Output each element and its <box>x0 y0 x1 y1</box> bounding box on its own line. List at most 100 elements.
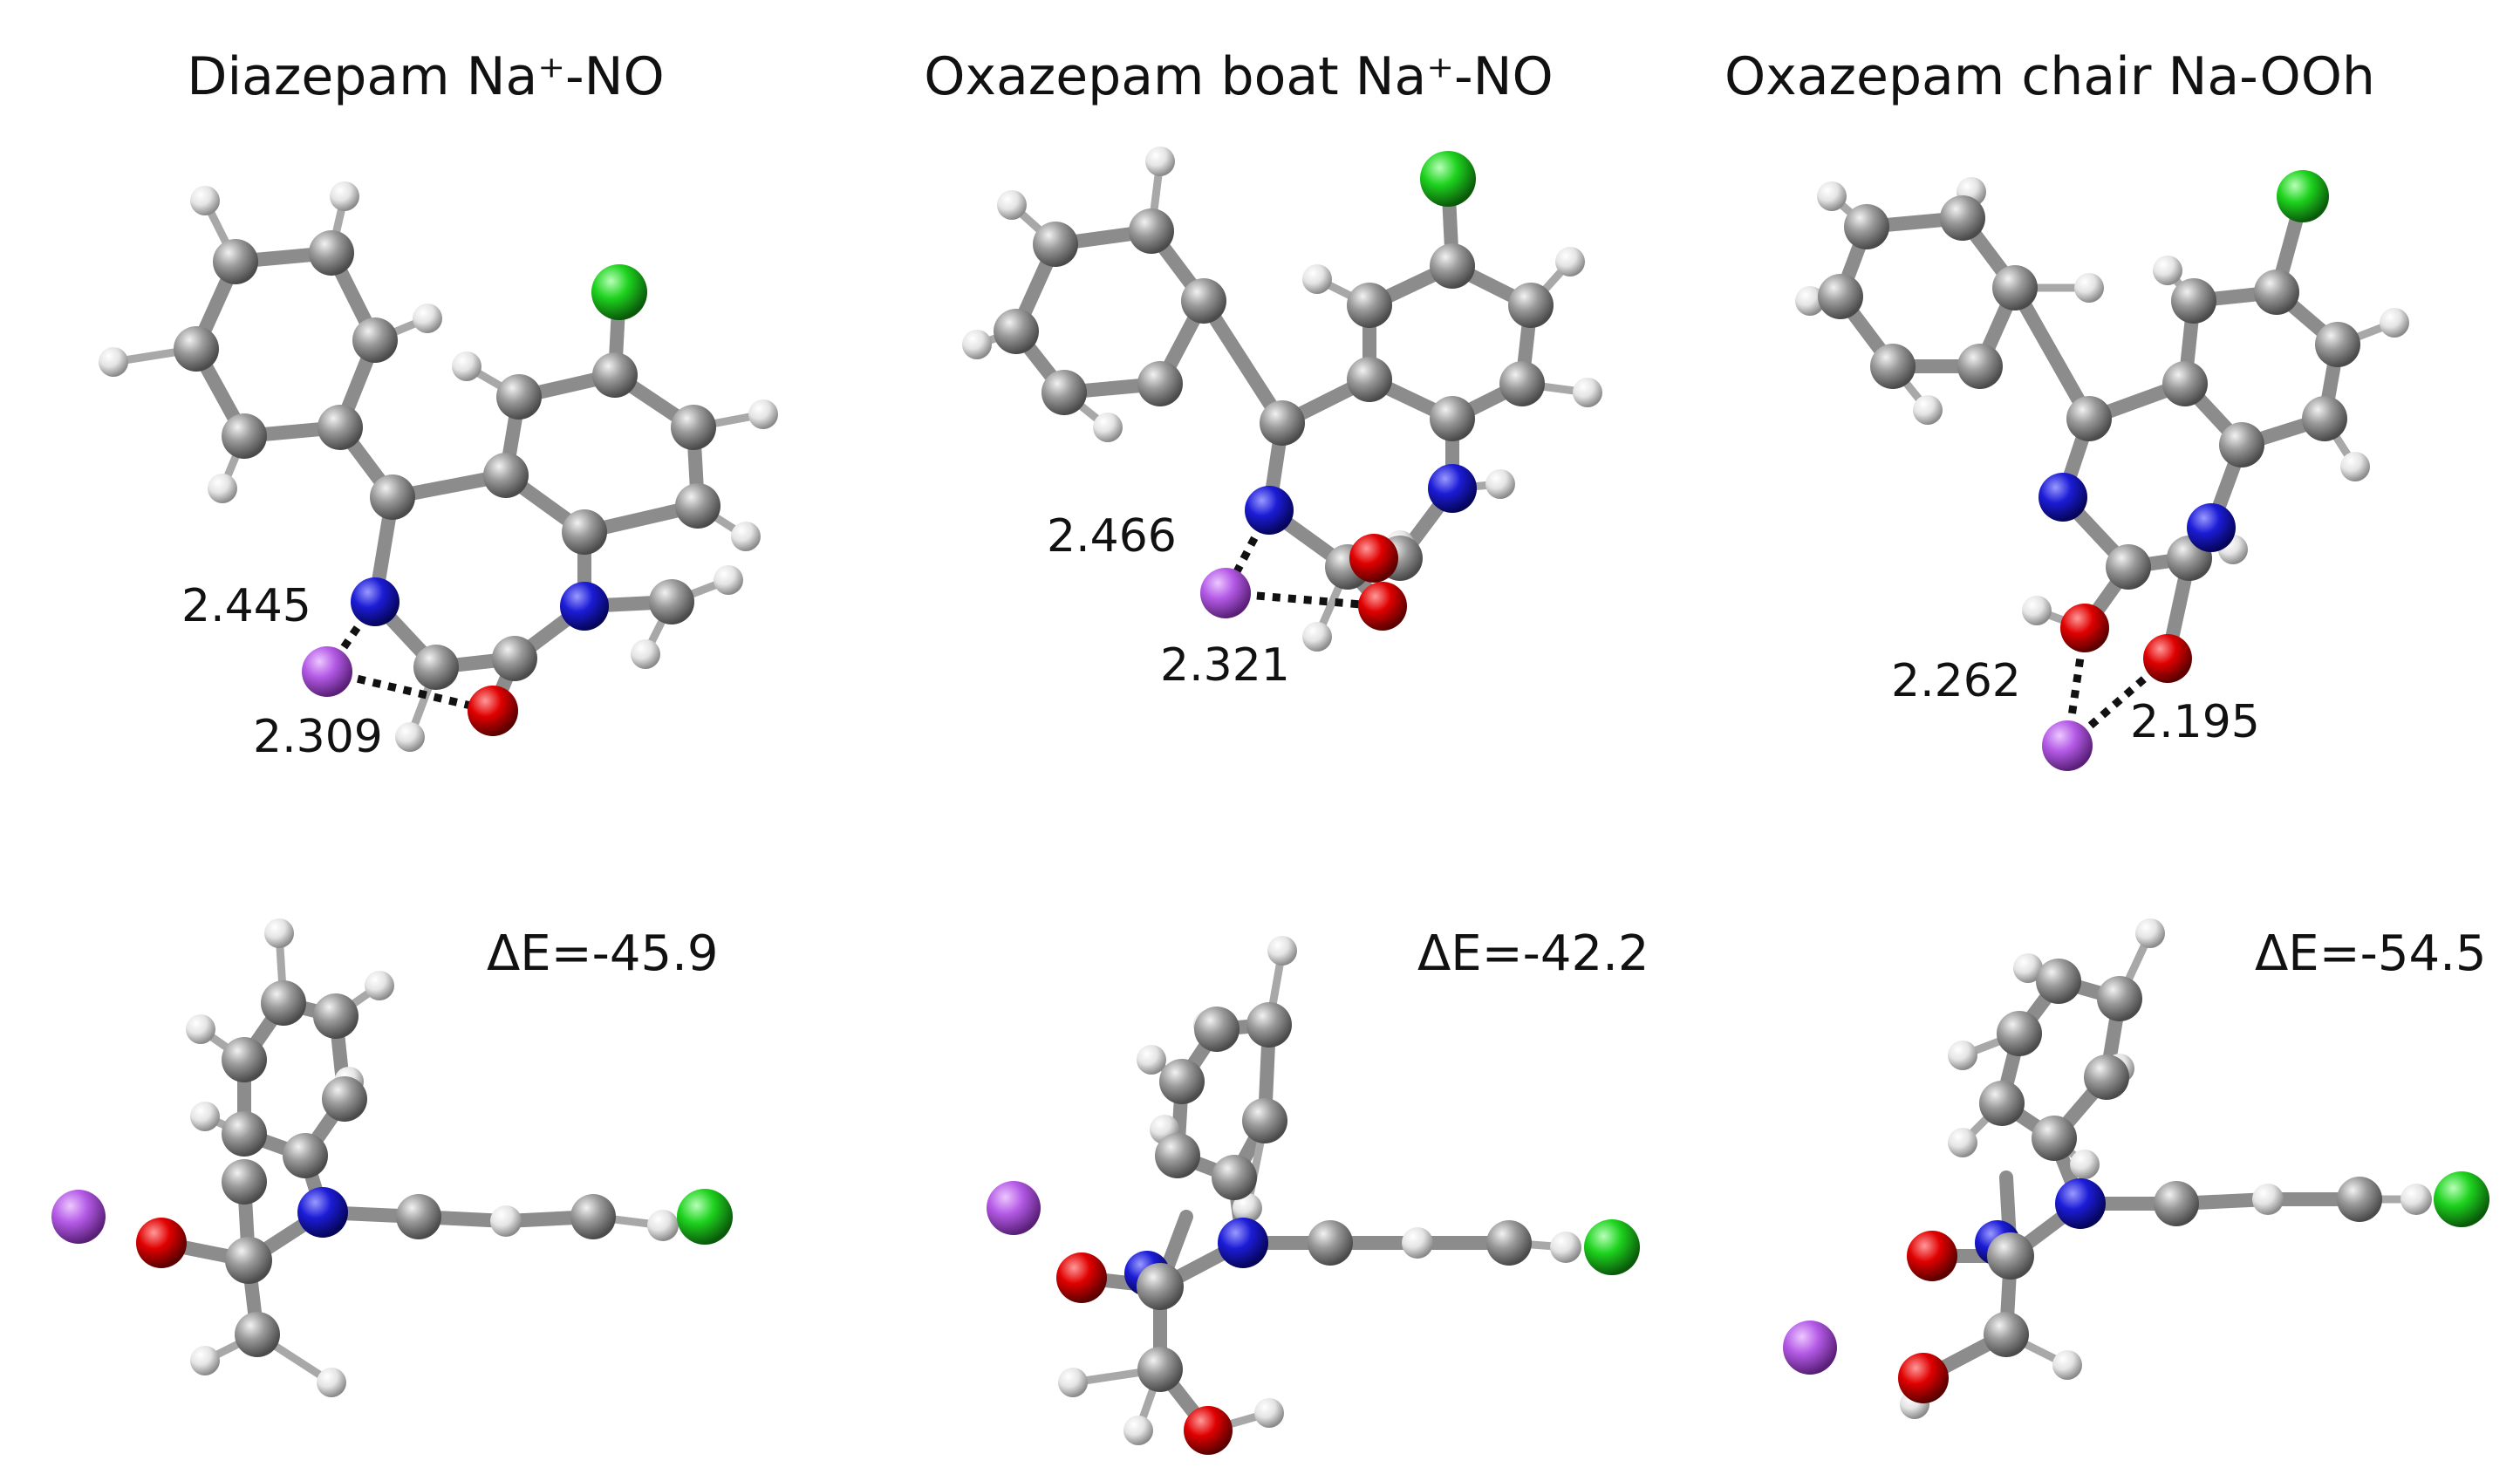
carbon-atom <box>483 453 529 498</box>
distance-label-chair-o: 2.195 <box>2130 696 2260 748</box>
panel-title-oxazepam-chair: Oxazepam chair Na-OOh <box>1724 46 2375 107</box>
energy-label-oxazepam-boat: ΔE=-42.2 <box>1417 925 1649 982</box>
hydrogen-atom <box>2252 1184 2284 1215</box>
nitrogen-atom <box>1245 486 1294 535</box>
carbon-atom <box>2254 270 2299 315</box>
carbon-atom <box>213 239 258 284</box>
hydrogen-atom <box>1254 1398 1284 1428</box>
oxygen-atom <box>468 686 518 736</box>
carbon-atom <box>2097 976 2142 1021</box>
hydrogen-atom <box>1573 378 1602 407</box>
diazepam-top-view <box>99 181 778 752</box>
carbon-atom <box>1137 361 1183 406</box>
nitrogen-atom <box>560 582 609 631</box>
oxazepam-boat-side-view <box>987 936 1640 1455</box>
distance-label-boat-o: 2.321 <box>1160 639 1290 692</box>
chlorine-atom <box>1420 151 1476 207</box>
distance-label-boat-n: 2.466 <box>1047 510 1177 563</box>
carbon-atom <box>396 1194 441 1239</box>
carbon-atom <box>1992 265 2038 311</box>
nitrogen-atom <box>297 1187 348 1238</box>
carbon-atom <box>1181 278 1226 324</box>
hydrogen-atom <box>748 399 778 429</box>
carbon-atom <box>1137 1263 1184 1310</box>
hydrogen-atom <box>186 1014 215 1044</box>
hydrogen-atom <box>1137 1045 1166 1075</box>
hydrogen-atom <box>1555 247 1585 276</box>
carbon-atom <box>352 317 398 363</box>
carbon-atom <box>1957 344 2003 389</box>
chlorine-atom <box>2277 170 2329 222</box>
hydrogen-atom <box>2380 308 2409 338</box>
hydrogen-atom <box>2013 953 2043 983</box>
hydrogen-atom <box>631 639 660 669</box>
carbon-atom <box>570 1194 616 1239</box>
hydrogen-atom <box>1948 1128 1977 1157</box>
sodium-atom <box>987 1181 1041 1235</box>
sodium-atom <box>1200 568 1251 618</box>
nitrogen-atom <box>2055 1178 2106 1229</box>
hydrogen-atom <box>1795 286 1825 316</box>
hydrogen-atom <box>1302 622 1332 652</box>
carbon-atom <box>649 579 694 624</box>
hydrogen-atom <box>490 1205 522 1237</box>
hydrogen-atom <box>714 565 743 595</box>
nitrogen-atom <box>2187 503 2236 552</box>
diazepam-top-atoms <box>99 181 778 752</box>
distance-label-chair-oh: 2.262 <box>1891 655 2021 707</box>
carbon-atom <box>1194 1007 1240 1052</box>
hydrogen-atom <box>2052 1350 2082 1380</box>
hydrogen-atom <box>647 1210 679 1241</box>
hydrogen-atom <box>452 351 481 381</box>
hydrogen-atom <box>1485 469 1515 499</box>
carbon-atom <box>1430 396 1475 441</box>
carbon-atom <box>1844 204 1889 249</box>
carbon-atom <box>261 980 306 1026</box>
chlorine-atom <box>1584 1219 1640 1275</box>
oxygen-atom <box>136 1218 187 1268</box>
carbon-atom <box>318 405 363 450</box>
nitrogen-atom <box>1218 1218 1268 1268</box>
oxygen-atom <box>2060 604 2109 652</box>
chlorine-atom <box>677 1189 733 1245</box>
hydrogen-atom <box>731 522 761 551</box>
carbon-atom <box>2084 1054 2129 1100</box>
hydrogen-atom <box>190 186 220 215</box>
hydrogen-atom <box>2135 918 2165 948</box>
hydrogen-atom <box>1550 1232 1581 1263</box>
oxygen-atom <box>1184 1406 1233 1455</box>
carbon-atom <box>1486 1220 1532 1266</box>
carbon-atom <box>2106 544 2151 590</box>
carbon-atom <box>309 230 354 276</box>
carbon-atom <box>2315 322 2360 367</box>
carbon-atom <box>1987 1232 2034 1280</box>
hydrogen-atom <box>1817 181 1847 211</box>
oxazepam-chair-top-view <box>1795 170 2409 771</box>
carbon-atom <box>1041 370 1087 415</box>
oxygen-atom <box>1907 1231 1957 1281</box>
oxazepam-boat-top-view <box>962 147 1602 652</box>
carbon-atom <box>1137 1347 1183 1392</box>
oxazepam-chair-side-atoms <box>1783 918 2489 1419</box>
carbon-atom <box>496 374 542 420</box>
energy-label-oxazepam-chair: ΔE=-54.5 <box>2255 925 2487 982</box>
carbon-atom <box>1129 208 1174 254</box>
nitrogen-atom <box>351 577 400 626</box>
carbon-atom <box>2066 396 2112 441</box>
carbon-atom <box>1212 1155 1257 1200</box>
carbon-atom <box>2036 959 2081 1004</box>
oxygen-atom <box>1056 1252 1107 1303</box>
carbon-atom <box>283 1133 328 1178</box>
sodium-atom <box>1783 1321 1837 1375</box>
hydrogen-atom <box>1302 264 1332 294</box>
hydrogen-atom <box>1402 1227 1433 1259</box>
hydrogen-atom <box>962 330 992 359</box>
carbon-atom <box>1246 1002 1292 1048</box>
panel-title-oxazepam-boat: Oxazepam boat Na⁺-NO <box>924 46 1554 107</box>
hydrogen-atom <box>1267 936 1297 966</box>
carbon-atom <box>1159 1059 1205 1104</box>
carbon-atom <box>1940 195 1985 241</box>
carbon-atom <box>1308 1220 1353 1266</box>
carbon-atom <box>1508 283 1554 328</box>
carbon-atom <box>1347 283 1392 328</box>
